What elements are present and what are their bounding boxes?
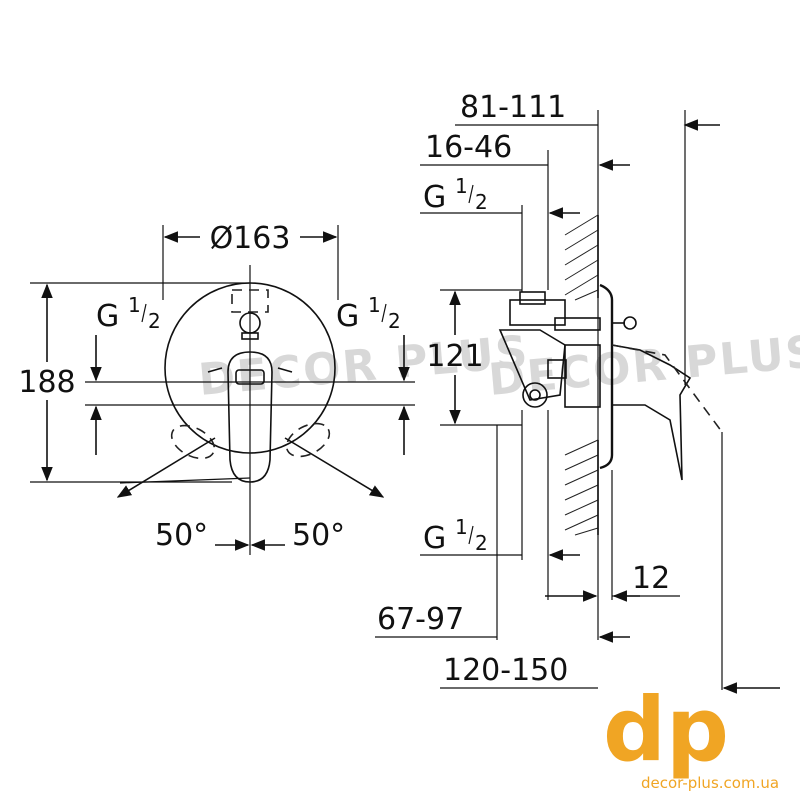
thread-bottom-num: 1 [455,515,468,539]
thread-right-slash [381,303,387,323]
thread-right-label: G 1 2 [336,293,401,334]
thread-top-num: 1 [455,174,468,198]
thread-top-label: G 1 2 [423,174,488,215]
front-view: Ø163 188 G 1 2 G 1 2 50° [18,221,415,555]
lever-side-profile [611,344,692,481]
dim-16-46-label: 16-46 [425,130,512,165]
diameter-label: Ø163 [210,221,291,256]
thread-top-slash [468,184,474,204]
lever-right-position-ghost [285,422,331,458]
lever-side-ghost [611,344,723,433]
thread-bottom-base: G [423,521,446,556]
diverter-dashed-outline [231,289,269,313]
thread-left-num: 1 [128,293,141,317]
thread-bottom-label: G 1 2 [423,515,488,556]
lever-cap [235,369,265,385]
thread-right-base: G [336,299,359,334]
lever-side-lugs [207,367,293,373]
diverter-base [241,332,259,340]
angle-right-label: 50° [292,518,345,553]
body-top-nipple [519,291,546,305]
body-stem [554,317,601,331]
angle-ray-right [284,437,385,498]
thread-left-den: 2 [148,309,161,333]
angle-ray-left [116,437,216,498]
bottom-outlet [522,382,548,408]
side-view: 81-111 16-46 G 1 2 121 G 1 2 [375,90,780,694]
thread-top-base: G [423,180,446,215]
bottom-outlet-inner [529,389,541,401]
angle-left-label: 50° [155,518,208,553]
thread-right-num: 1 [368,293,381,317]
height-label: 188 [18,365,75,400]
lever-left-position-ghost [170,424,216,460]
body-side-port [547,359,567,379]
watermark: DECOR PLUS DECOR PLUS [197,326,800,406]
brand-logo: dp decor-plus.com.ua [603,678,779,792]
dim-67-97-label: 67-97 [377,602,464,637]
thread-bottom-slash [468,525,474,545]
dim-81-111-label: 81-111 [460,90,566,125]
diverter-knob-side [623,316,637,330]
thread-right-den: 2 [388,309,401,333]
watermark-text-side: DECOR PLUS [487,326,800,406]
body-top-block [509,299,566,326]
dim-121-label: 121 [426,339,483,374]
thread-left-slash [141,303,147,323]
thread-left-base: G [96,299,119,334]
thread-bottom-den: 2 [475,531,488,555]
logo-site: decor-plus.com.ua [641,774,779,792]
thread-top-den: 2 [475,190,488,214]
logo-mark: dp [603,678,729,781]
thread-left-label: G 1 2 [96,293,161,334]
body-rear [564,344,601,408]
dim-120-150-label: 120-150 [443,653,568,688]
dim-12-label: 12 [632,561,670,596]
